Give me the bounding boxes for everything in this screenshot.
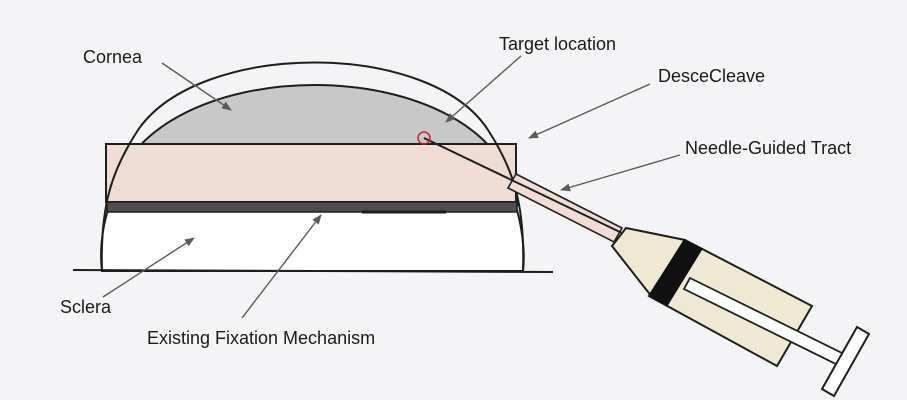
descecleave-label: DesceCleave	[658, 66, 766, 86]
sclera-pointer	[102, 237, 195, 298]
cornea-pointer	[161, 62, 232, 111]
needle-guided-tract-pointer	[560, 154, 681, 192]
cornea-label: Cornea	[83, 47, 143, 67]
fixation-bar	[106, 201, 518, 213]
dome-outline	[100, 61, 525, 272]
needle-guided-tract	[506, 172, 624, 244]
descecleave-pointer	[528, 83, 651, 139]
target-location-pointer	[445, 55, 522, 123]
target-location-label: Target location	[499, 34, 617, 54]
sclera-region	[100, 209, 525, 272]
sclera-label: Sclera	[60, 297, 112, 317]
descecleave-device	[105, 143, 517, 203]
existing-fixation-mechanism-label: Existing Fixation Mechanism	[147, 328, 376, 348]
needle-guided-tract-label: Needle-Guided Tract	[685, 138, 852, 158]
base-line	[72, 269, 554, 273]
syringe-band	[648, 239, 703, 307]
syringe-thumb-plate	[820, 325, 871, 398]
fixation-pointer	[241, 214, 322, 319]
target-location-marker	[417, 131, 431, 145]
needle-line	[423, 137, 623, 234]
